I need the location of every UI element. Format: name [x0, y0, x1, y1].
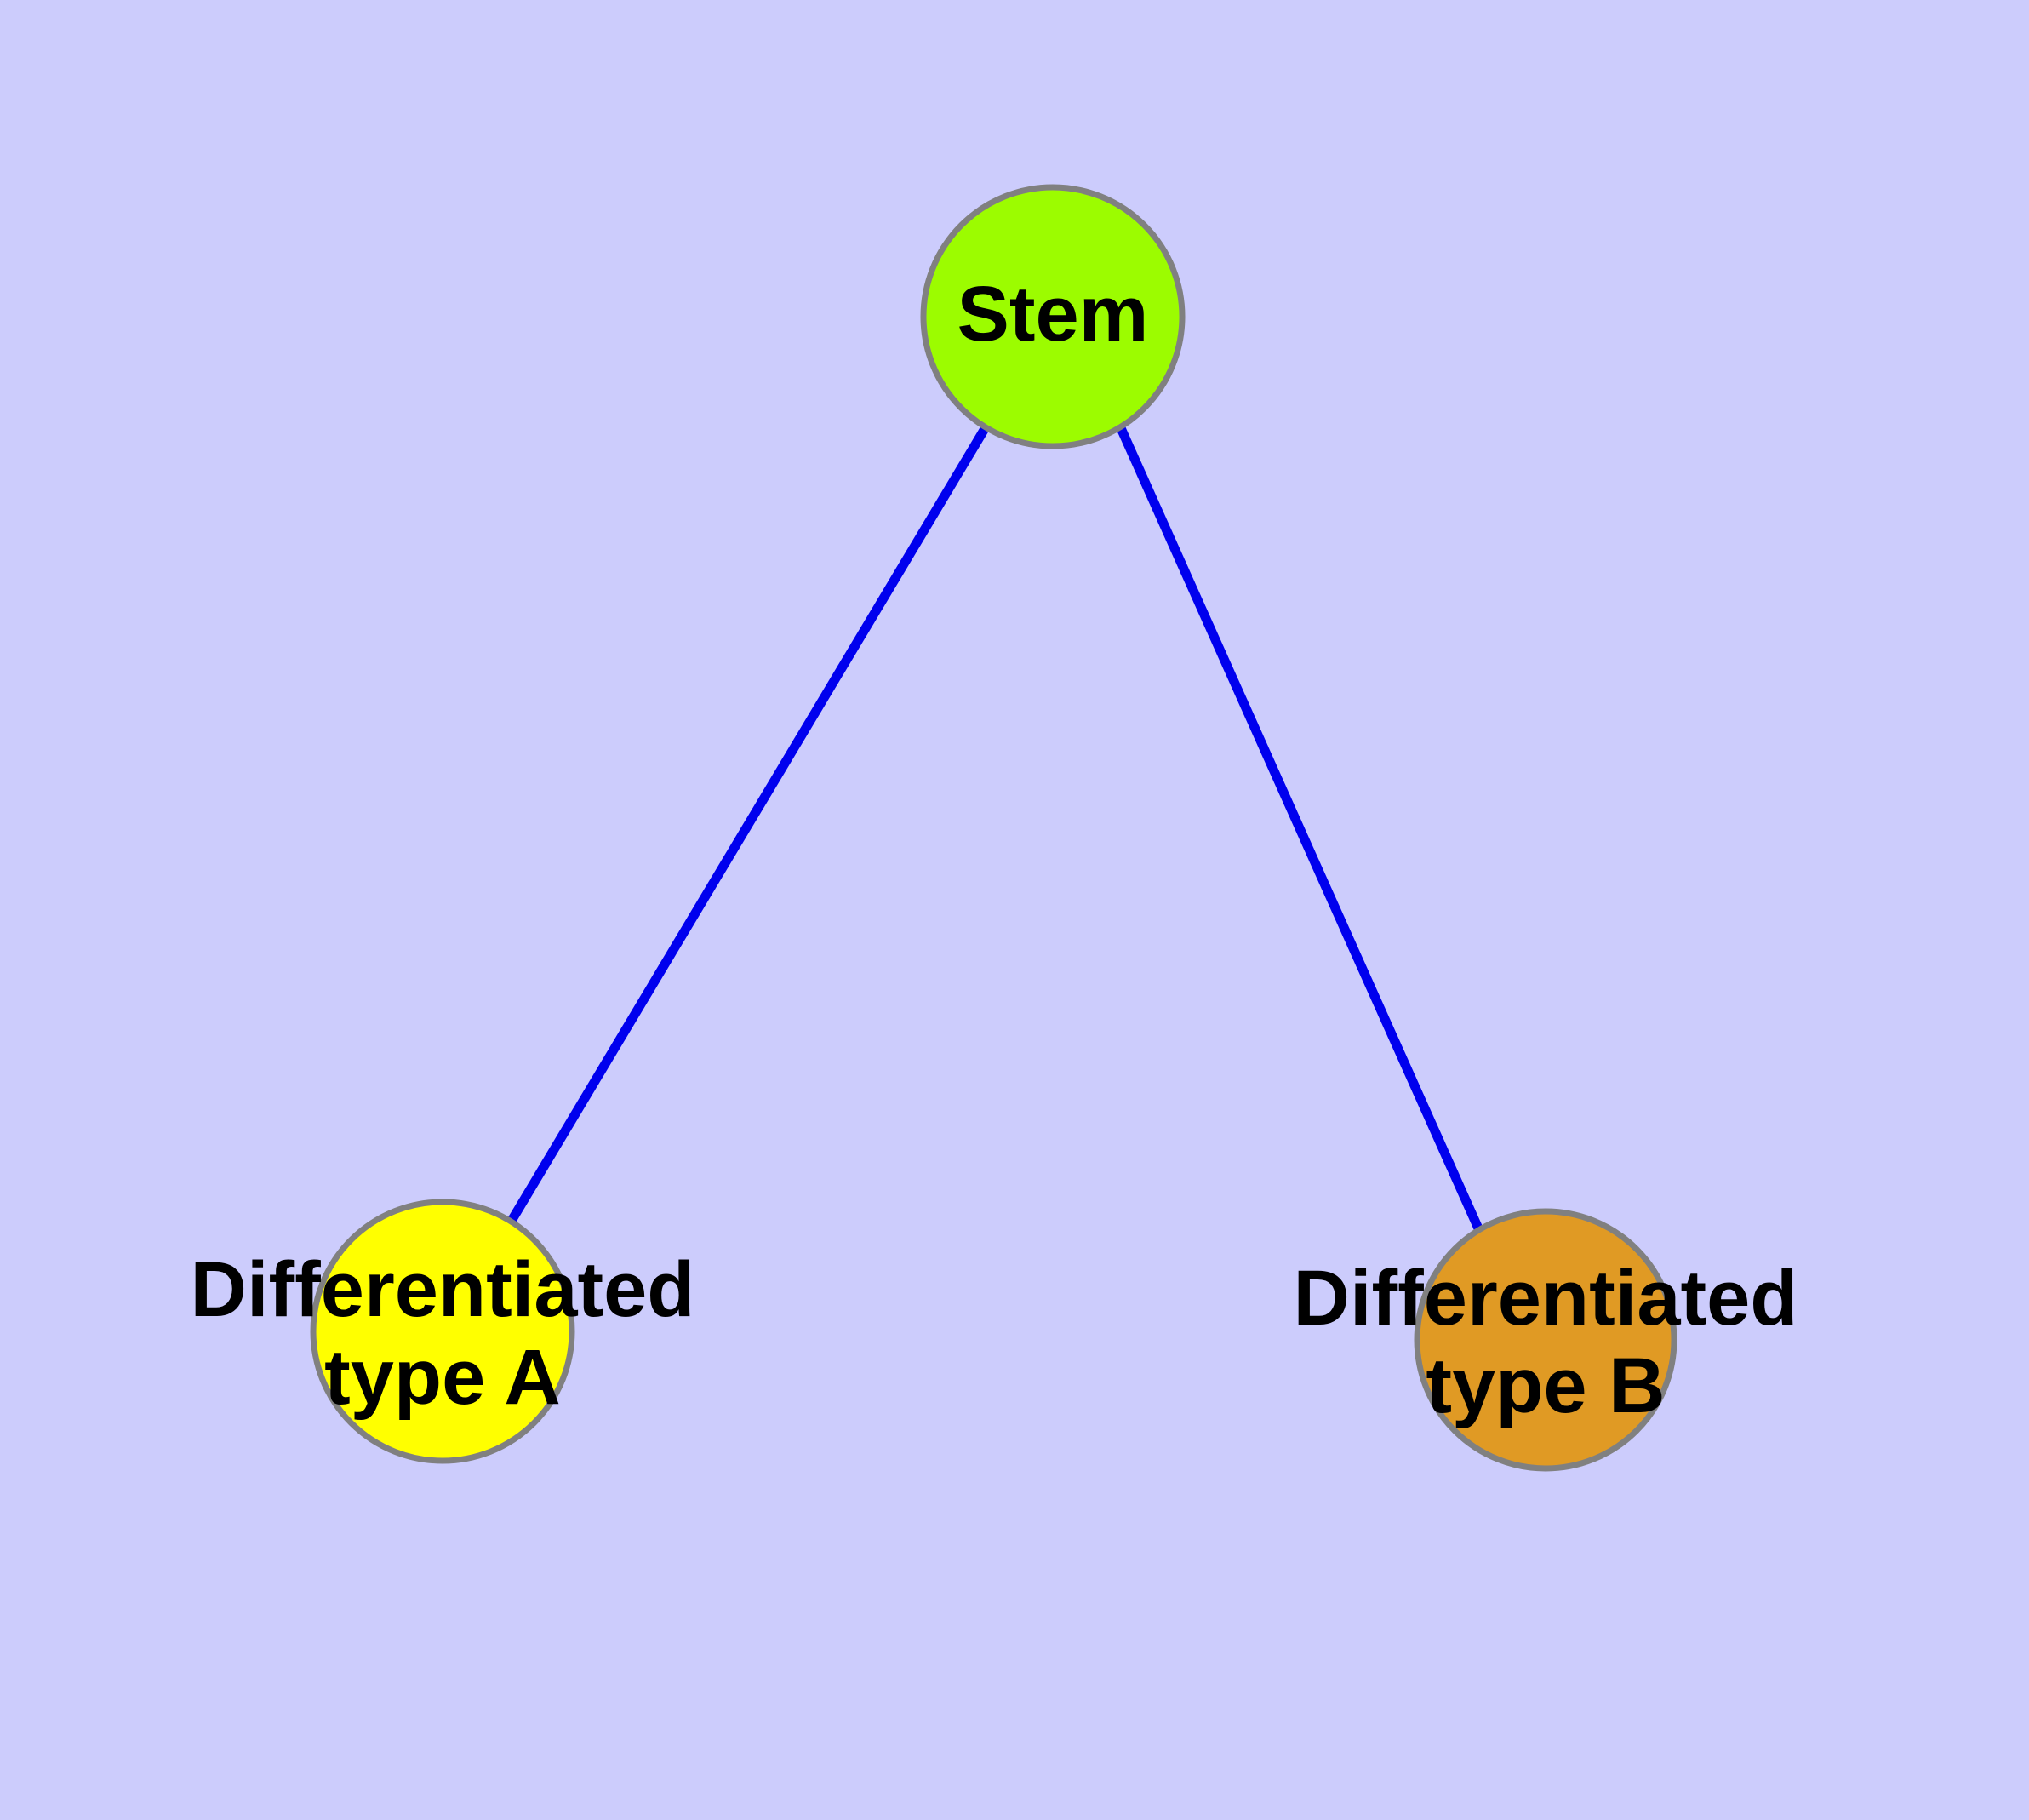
nodes-layer [310, 184, 1677, 1472]
node-circle-differentiated-type-a[interactable] [310, 1199, 575, 1464]
node-differentiated-type-a[interactable] [310, 1199, 575, 1464]
node-stem[interactable] [920, 184, 1186, 449]
node-circle-differentiated-type-b[interactable] [1414, 1208, 1677, 1472]
node-label-line: Differentiated [191, 1246, 695, 1333]
node-label-line: Stem [957, 271, 1149, 358]
node-differentiated-type-b[interactable] [1414, 1208, 1677, 1472]
node-label-stem: Stem [957, 271, 1149, 358]
node-label-line: type A [324, 1334, 561, 1421]
edge-stem-to-differentiated-type-b[interactable] [1116, 426, 1483, 1231]
edge-stem-to-differentiated-type-a[interactable] [507, 425, 990, 1223]
node-circle-stem[interactable] [920, 184, 1186, 449]
node-label-line: type B [1426, 1342, 1665, 1429]
node-label-line: Differentiated [1294, 1255, 1798, 1342]
edges-layer [507, 425, 1483, 1231]
